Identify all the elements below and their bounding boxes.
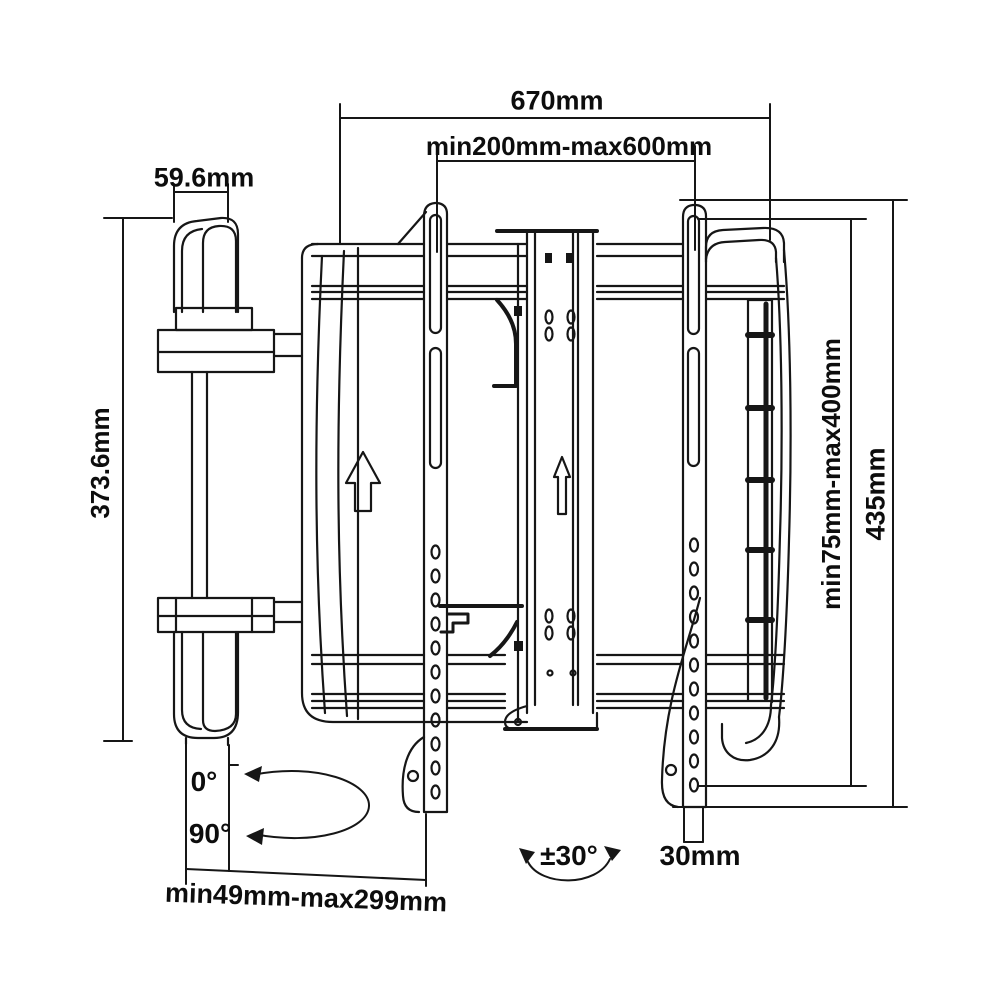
tilt-arc-arrow-icon xyxy=(244,766,371,845)
dim-vesa-height-line xyxy=(697,218,867,787)
dim-label-rail-width: 30mm xyxy=(659,840,741,871)
wall-plate xyxy=(300,210,529,724)
right-rail-holes xyxy=(688,537,700,793)
dim-label-swivel: ±30° xyxy=(540,840,598,871)
dim-label-tilt-min: 0° xyxy=(190,766,218,797)
dim-label-arm-width: 59.6mm xyxy=(153,162,255,193)
dim-label-overall-height: 435mm xyxy=(860,447,891,541)
dim-label-vesa-height: min75mm-max400mm xyxy=(816,338,846,610)
right-tv-rail xyxy=(660,203,708,809)
right-rail-foot xyxy=(660,596,702,809)
mount-parts xyxy=(156,201,792,814)
dim-rail-width-line xyxy=(683,807,704,843)
lower-gusset xyxy=(438,604,524,658)
right-rail-screw-hole xyxy=(664,763,678,777)
swivel-arc-arrow-icon xyxy=(519,846,621,882)
left-rail-holes xyxy=(430,544,441,800)
dimension-lines xyxy=(103,103,908,887)
left-rail-screw-hole xyxy=(406,769,420,783)
spacer-ladder xyxy=(745,298,775,704)
dim-extension-line xyxy=(185,743,427,887)
wall-arm xyxy=(156,216,304,747)
dim-overall-height-line xyxy=(672,199,908,808)
dim-arm-width-line xyxy=(173,183,229,223)
dim-vesa-width-line xyxy=(436,145,696,253)
dim-label-tilt-max: 90° xyxy=(188,818,232,849)
column-hole-pairs xyxy=(544,309,577,677)
up-arrow-icon xyxy=(344,450,382,513)
up-arrow-small-icon xyxy=(552,455,572,516)
dim-wall-plate-height-line xyxy=(103,217,173,742)
tv-bracket-hook xyxy=(704,226,792,762)
dim-overall-width-line xyxy=(339,103,771,245)
left-rail-foot xyxy=(401,735,426,814)
dim-label-wall-plate-height: 373.6mm xyxy=(85,407,115,519)
left-tv-rail xyxy=(401,201,449,814)
dim-label-overall-width: 670mm xyxy=(510,85,604,116)
upper-gusset xyxy=(492,298,518,388)
top-crossbar xyxy=(310,242,786,301)
bottom-crossbar xyxy=(310,653,786,710)
center-column xyxy=(438,229,599,731)
dim-label-vesa-width: min200mm-max600mm xyxy=(425,131,713,161)
